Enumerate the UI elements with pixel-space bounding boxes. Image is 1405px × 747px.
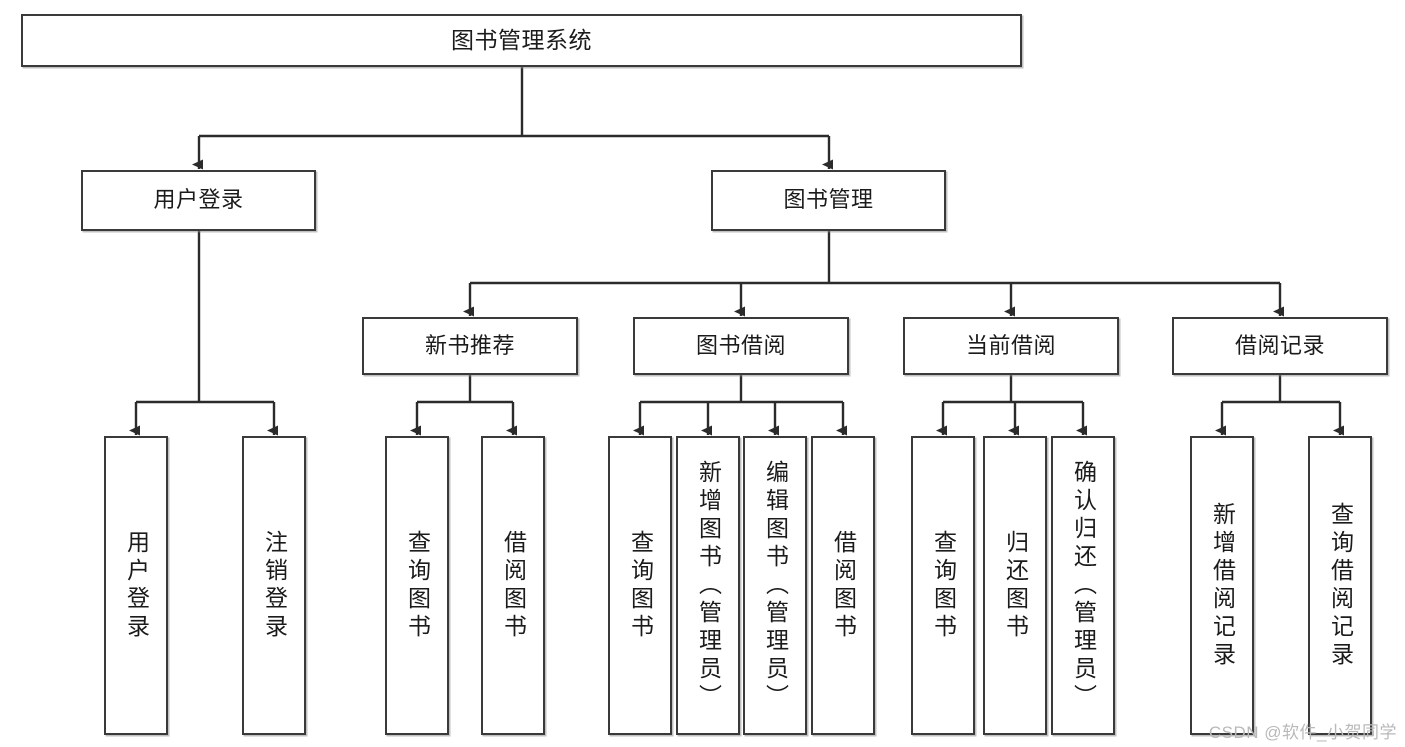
node-label-newbooks: 新书推荐 [424, 332, 515, 358]
node-l-add[interactable]: 新增图书（管理员） [676, 436, 740, 735]
node-login[interactable]: 用户登录 [81, 170, 316, 231]
node-l-queryrec[interactable]: 查询借阅记录 [1308, 436, 1372, 735]
node-l-logout[interactable]: 注销登录 [242, 436, 306, 735]
node-l-confirm[interactable]: 确认归还（管理员） [1051, 436, 1115, 735]
node-label-records: 借阅记录 [1234, 332, 1325, 358]
node-label-login: 用户登录 [153, 187, 244, 213]
node-current[interactable]: 当前借阅 [903, 317, 1119, 375]
node-label-l-logout: 注销登录 [261, 529, 288, 642]
node-label-l-add: 新增图书（管理员） [695, 459, 722, 712]
node-label-l-query3: 查询图书 [930, 529, 957, 642]
node-l-query2[interactable]: 查询图书 [608, 436, 672, 735]
node-label-l-queryrec: 查询借阅记录 [1327, 501, 1354, 670]
node-l-borrow1[interactable]: 借阅图书 [481, 436, 545, 735]
node-records[interactable]: 借阅记录 [1172, 317, 1388, 375]
node-l-return[interactable]: 归还图书 [983, 436, 1047, 735]
node-bookmgmt[interactable]: 图书管理 [711, 170, 946, 231]
csdn-watermark: CSDN @软件_小贺同学 [1208, 723, 1397, 742]
node-label-l-login: 用户登录 [123, 529, 150, 642]
node-l-addrec[interactable]: 新增借阅记录 [1190, 436, 1254, 735]
node-borrow[interactable]: 图书借阅 [633, 317, 849, 375]
node-label-bookmgmt: 图书管理 [783, 187, 874, 213]
node-l-borrow2[interactable]: 借阅图书 [811, 436, 875, 735]
node-label-l-return: 归还图书 [1002, 529, 1029, 642]
node-label-l-edit: 编辑图书（管理员） [762, 459, 789, 712]
node-l-query3[interactable]: 查询图书 [911, 436, 975, 735]
node-label-l-query2: 查询图书 [627, 529, 654, 642]
node-label-root: 图书管理系统 [451, 27, 592, 54]
node-label-l-borrow2: 借阅图书 [830, 529, 857, 642]
node-l-query1[interactable]: 查询图书 [385, 436, 449, 735]
node-l-login[interactable]: 用户登录 [104, 436, 168, 735]
node-l-edit[interactable]: 编辑图书（管理员） [743, 436, 807, 735]
edge-paths [129, 67, 1344, 436]
node-label-l-query1: 查询图书 [404, 529, 431, 642]
node-label-l-confirm: 确认归还（管理员） [1070, 459, 1097, 712]
node-label-l-addrec: 新增借阅记录 [1209, 501, 1236, 670]
node-newbooks[interactable]: 新书推荐 [362, 317, 578, 375]
node-label-current: 当前借阅 [965, 332, 1056, 358]
node-root[interactable]: 图书管理系统 [21, 14, 1022, 67]
node-label-l-borrow1: 借阅图书 [500, 529, 527, 642]
node-label-borrow: 图书借阅 [695, 332, 786, 358]
